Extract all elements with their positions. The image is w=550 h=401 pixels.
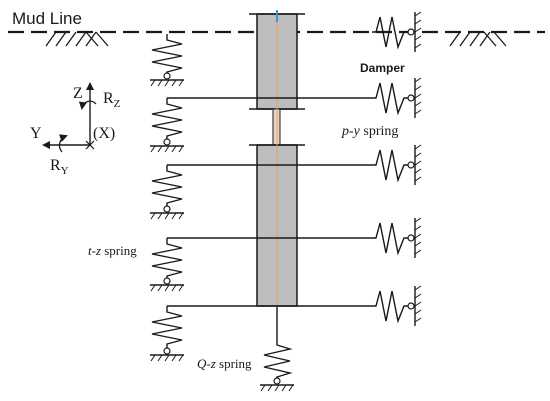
py-spring-5 (372, 290, 408, 324)
qz-support-pin (273, 377, 281, 385)
py-spring-label-italic: p-y (341, 124, 361, 139)
qz-spring-label: Q-z spring (197, 356, 252, 371)
tz-spring-5 (151, 306, 183, 348)
qz-support-hatch (260, 384, 294, 392)
mud-hatch-right (449, 31, 507, 47)
py-spring-label-rest: spring (360, 124, 399, 139)
x-axis-cross-b (85, 140, 95, 150)
tz-spring-label-italic: t-z (88, 243, 101, 258)
qz-spring (263, 306, 293, 378)
tz-spring-label: t-z spring (88, 243, 137, 258)
qz-spring-label-italic: Q-z (197, 356, 216, 371)
py-spring-1 (372, 16, 408, 50)
damper-label: Damper (360, 61, 405, 75)
tz-spring-4 (151, 238, 183, 278)
tz-support-3 (150, 205, 184, 220)
py-support-5 (407, 285, 422, 326)
tz-supports (150, 72, 184, 362)
tz-spring-label-rest: spring (101, 243, 137, 258)
z-axis-label: Z (73, 85, 83, 102)
tz-support-5 (150, 347, 184, 362)
tz-spring-3 (151, 165, 183, 206)
connection-lines (167, 97, 372, 307)
pile (249, 10, 305, 307)
py-support-1 (407, 11, 422, 52)
tz-springs (151, 34, 183, 348)
py-springs (372, 16, 408, 324)
tz-support-2 (150, 138, 184, 153)
tz-support-4 (150, 277, 184, 292)
rz-label-main: R (103, 90, 114, 107)
py-spring-4 (372, 222, 408, 256)
tz-support-1 (150, 72, 184, 87)
py-support-4 (407, 217, 422, 258)
py-supports (407, 11, 422, 326)
py-spring-label: p-y spring (341, 124, 398, 139)
rz-rotation-arrow (78, 100, 97, 110)
ry-rotation-arrow (58, 134, 68, 153)
rz-label-sub: Z (114, 98, 121, 110)
rz-label: RZ (103, 90, 121, 110)
qz-spring-label-rest: spring (216, 356, 252, 371)
coordinate-system (42, 82, 97, 153)
mud-hatch-left (45, 31, 109, 47)
py-spring-2 (372, 82, 408, 116)
x-axis-label: (X) (93, 125, 115, 142)
py-spring-3 (372, 149, 408, 183)
tz-spring-2 (151, 98, 183, 140)
ry-label: RY (50, 157, 69, 177)
qz-spring-assembly (260, 306, 294, 392)
ry-label-sub: Y (61, 165, 69, 177)
py-support-3 (407, 144, 422, 185)
tz-spring-1 (151, 34, 183, 74)
mud-line-label: Mud Line (12, 9, 82, 28)
py-support-2 (407, 77, 422, 118)
ry-label-main: R (50, 157, 61, 174)
y-axis-label: Y (30, 125, 42, 142)
